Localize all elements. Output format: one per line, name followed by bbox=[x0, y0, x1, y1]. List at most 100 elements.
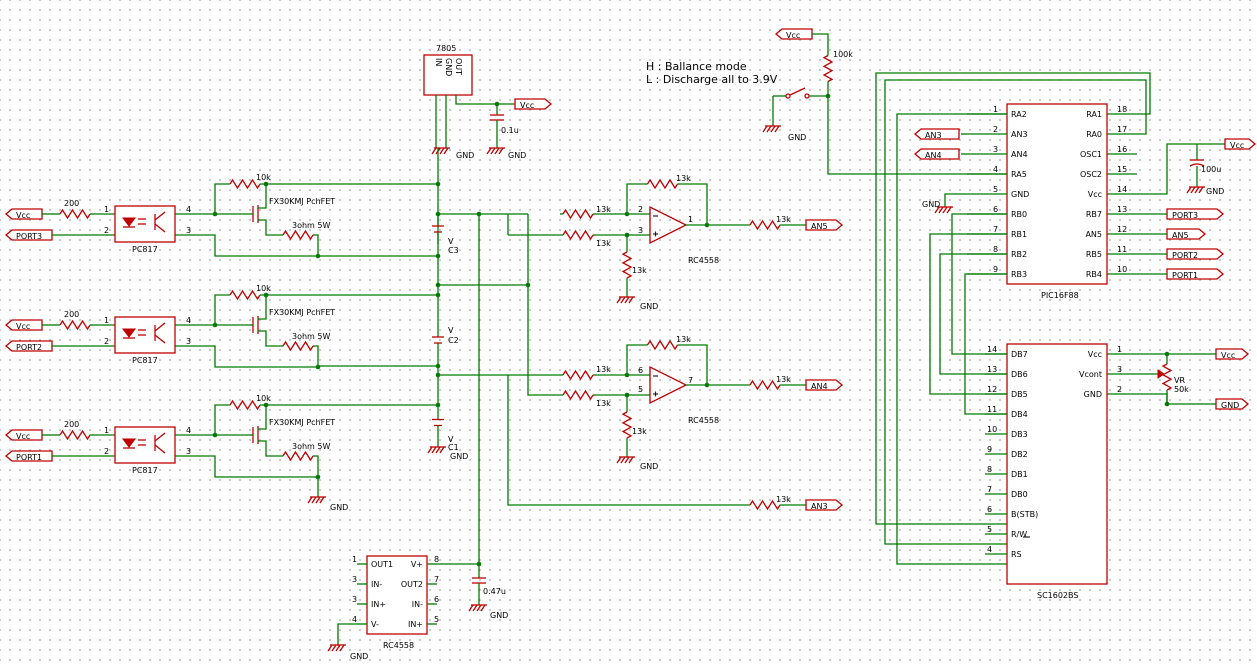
pin-num: 9 bbox=[987, 445, 992, 454]
pin-num: 7 bbox=[688, 376, 693, 385]
fet-name: FX30KMJ PchFET bbox=[269, 308, 335, 317]
pin-num: 2 bbox=[993, 125, 998, 134]
ground-hatch bbox=[331, 644, 337, 652]
ground-hatch bbox=[335, 644, 341, 652]
res-value: 13k bbox=[776, 215, 791, 224]
ground-hatch bbox=[319, 496, 325, 504]
wire bbox=[1137, 393, 1216, 405]
res-value: 3ohm 5W bbox=[292, 221, 330, 230]
vcc-in-2: Vcc bbox=[16, 432, 30, 441]
pin-label: RB5 bbox=[1086, 250, 1102, 259]
res-value: 10k bbox=[256, 173, 271, 182]
pin-label: DB5 bbox=[1011, 390, 1028, 399]
ground-hatch bbox=[468, 604, 474, 612]
phototransistor-icon bbox=[154, 322, 166, 332]
wire bbox=[175, 234, 318, 257]
port-in-1: PORT2 bbox=[16, 343, 42, 352]
pin-label: Vcc bbox=[1088, 190, 1102, 199]
note-line-l: L : Discharge all to 3.9V bbox=[646, 73, 778, 86]
resistor-13k bbox=[749, 379, 781, 391]
resistor-13k bbox=[749, 219, 781, 231]
junction-dot bbox=[435, 292, 441, 298]
opto-name: PC817 bbox=[132, 356, 158, 365]
opamp-lower bbox=[649, 365, 688, 405]
vcc-port-flag bbox=[514, 98, 553, 110]
opto-name: PC817 bbox=[132, 466, 158, 475]
phototransistor-icon bbox=[154, 334, 166, 344]
pin-num: 2 bbox=[638, 205, 643, 214]
opamp-upper bbox=[649, 205, 688, 245]
lcd-sc1602bs bbox=[1006, 343, 1108, 585]
pin-label: AN4 bbox=[1011, 150, 1028, 159]
pin-label: RA1 bbox=[1086, 110, 1102, 119]
ground-hatch bbox=[1198, 186, 1204, 194]
ground-hatch bbox=[770, 125, 776, 133]
resistor-3ohm bbox=[282, 450, 314, 462]
resistor-13k bbox=[562, 208, 594, 220]
ground-hatch bbox=[443, 147, 449, 155]
wire bbox=[884, 79, 1147, 545]
ground-hatch bbox=[307, 496, 313, 504]
phototransistor-icon bbox=[154, 432, 166, 442]
junction-dot bbox=[263, 181, 269, 187]
phototransistor-icon bbox=[154, 211, 166, 221]
pin-num: 5 bbox=[638, 385, 643, 394]
pin-label: RB4 bbox=[1086, 270, 1102, 279]
pin-num: 9 bbox=[993, 265, 998, 274]
resistor-13k bbox=[562, 229, 594, 241]
ground-hatch bbox=[934, 206, 940, 214]
port-in-2: PORT1 bbox=[16, 453, 42, 462]
an5-port: AN5 bbox=[811, 222, 828, 231]
pin-label: AN3 bbox=[1011, 130, 1028, 139]
resistor-3ohm bbox=[282, 340, 314, 352]
pin-num: 3 bbox=[638, 226, 643, 235]
ground-hatch bbox=[435, 446, 441, 454]
port2-pic-flag bbox=[1166, 248, 1225, 260]
junction-dot bbox=[704, 222, 710, 228]
opamp-name: RC4558 bbox=[688, 256, 719, 265]
pin-num: 11 bbox=[1117, 245, 1127, 254]
pin-label: IN+ bbox=[408, 620, 423, 629]
gnd-label: GND bbox=[640, 462, 658, 471]
pin-label: RA0 bbox=[1086, 130, 1102, 139]
pin-label: RB3 bbox=[1011, 270, 1027, 279]
junction-dot bbox=[263, 402, 269, 408]
pin-num: 4 bbox=[993, 165, 998, 174]
wire bbox=[214, 294, 230, 325]
wire bbox=[944, 193, 967, 207]
pin-label: RB0 bbox=[1011, 210, 1027, 219]
pin-num: 1 bbox=[1117, 345, 1122, 354]
pin-label: Vcont bbox=[1079, 370, 1102, 379]
chip-name: SC1602BS bbox=[1037, 591, 1078, 600]
vcc-lcd: Vcc bbox=[1221, 351, 1235, 360]
pin-num: 5 bbox=[987, 525, 992, 534]
pin-label: B(STB) bbox=[1011, 510, 1038, 519]
pin-num: 17 bbox=[1117, 125, 1127, 134]
ground-hatch bbox=[480, 604, 486, 612]
pin-label: RB7 bbox=[1086, 210, 1102, 219]
ground-hatch bbox=[938, 206, 944, 214]
resistor-200 bbox=[59, 208, 91, 220]
wire bbox=[316, 345, 319, 367]
pin-label: DB7 bbox=[1011, 350, 1028, 359]
pin-label: OUT1 bbox=[371, 560, 393, 569]
gnd-label: GND bbox=[1206, 187, 1224, 196]
ground-hatch bbox=[431, 147, 437, 155]
pin-num: 4 bbox=[987, 545, 992, 554]
ground-hatch bbox=[774, 125, 780, 133]
ground-hatch bbox=[315, 496, 321, 504]
pin-num: 15 bbox=[1117, 165, 1127, 174]
pin-num: 1 bbox=[104, 426, 109, 435]
pin-label: DB6 bbox=[1011, 370, 1028, 379]
ground-hatch bbox=[498, 147, 504, 155]
vr-wiper-icon bbox=[1157, 369, 1165, 379]
gnd-label: GND bbox=[788, 133, 806, 142]
gnd-label: GND bbox=[640, 302, 658, 311]
pin-num: 1 bbox=[104, 205, 109, 214]
pin-num: 2 bbox=[104, 447, 109, 456]
port3-pic: PORT3 bbox=[1172, 211, 1198, 220]
pin-label: RS bbox=[1011, 550, 1022, 559]
pin-num: 1 bbox=[993, 105, 998, 114]
chip-name: RC4558 bbox=[383, 641, 414, 650]
